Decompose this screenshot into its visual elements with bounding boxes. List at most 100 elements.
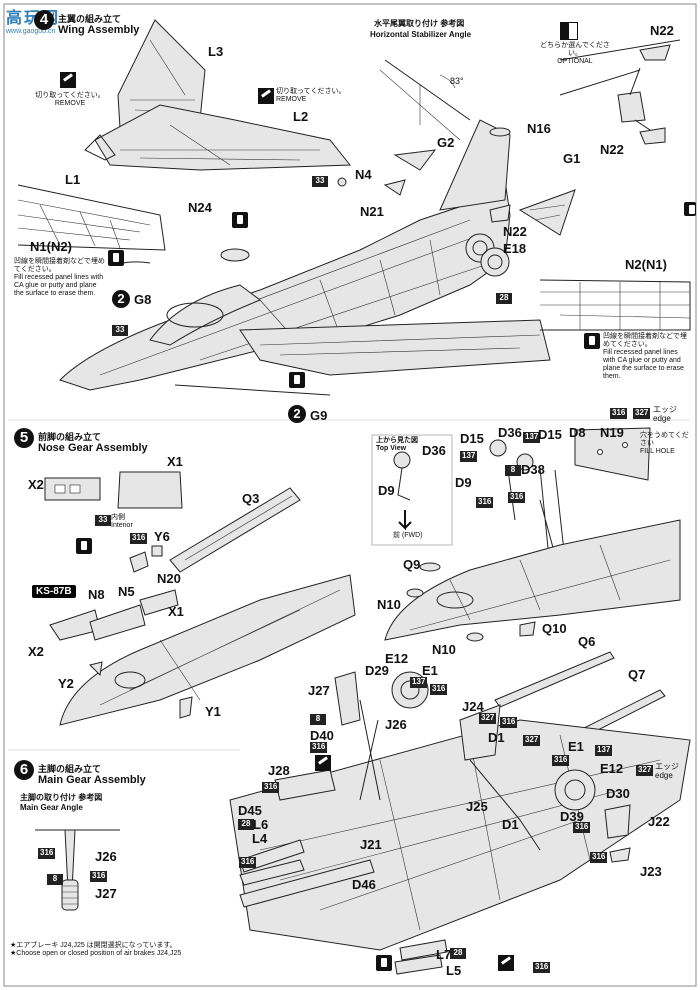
paint-137: 137 — [523, 432, 541, 443]
part-N22-top: N22 — [650, 23, 674, 38]
part-Q10: Q10 — [542, 621, 567, 636]
paint-316: 316 — [239, 857, 257, 868]
main-gear-angle-jp: 主脚の取り付け 参考図 — [20, 793, 103, 802]
part-X2-top: X2 — [28, 477, 44, 492]
part-D40: D40 — [310, 728, 334, 743]
part-L3: L3 — [208, 44, 224, 59]
step4-title-jp: 主翼の組み立て — [58, 14, 122, 24]
part-N4: N4 — [355, 167, 372, 182]
part-N20: N20 — [157, 571, 181, 586]
part-Q9: Q9 — [403, 557, 421, 572]
part-D29: D29 — [365, 663, 389, 678]
part-D15-left: D15 — [460, 431, 484, 446]
part-N10-left: N10 — [377, 597, 401, 612]
part-L7: L7 — [436, 947, 452, 962]
scissors-icon — [258, 88, 274, 104]
part-J25: J25 — [466, 799, 488, 814]
part-D30: D30 — [606, 786, 630, 801]
scissors-icon — [60, 72, 76, 88]
part-Q7: Q7 — [628, 667, 646, 682]
part-E12-right: E12 — [600, 761, 624, 776]
footnote: ★エアブレーキ J24,J25 は開閉選択になっています。★Choose ope… — [10, 942, 182, 958]
part-N24: N24 — [188, 200, 212, 215]
part-X1-top: X1 — [167, 454, 183, 469]
part-J22: J22 — [648, 814, 670, 829]
step6-number: 6 — [14, 760, 34, 780]
hstab-title-jp: 水平尾翼取り付け 参考図 — [374, 19, 465, 28]
part-L6: L6 — [253, 817, 269, 832]
optional-note: どちらか選んでください。OPTIONAL — [540, 42, 610, 66]
paint-316: 316 — [310, 742, 328, 753]
paint-316: 316 — [573, 822, 591, 833]
part-D46: D46 — [352, 877, 376, 892]
fill-note-right: 凹線を瞬間接着剤などで埋めてください。Fill recessed panel l… — [603, 333, 687, 381]
paint-327: 327 — [636, 765, 654, 776]
part-L1: L1 — [65, 172, 81, 187]
fwd-label: 前 (FWD) — [393, 532, 423, 539]
paint-327: 327 — [633, 408, 651, 419]
scissors-icon — [315, 755, 331, 771]
paint-137: 137 — [460, 451, 478, 462]
part-D39: D39 — [560, 809, 584, 824]
scissors-icon — [498, 955, 514, 971]
paint-8: 8 — [505, 465, 521, 476]
part-J27: J27 — [308, 683, 330, 698]
step4-title-en: Wing Assembly — [58, 24, 140, 36]
paint-316: 316 — [533, 962, 551, 973]
part-J23: J23 — [640, 864, 662, 879]
paint-8: 8 — [310, 714, 326, 725]
paint-316: 316 — [90, 871, 108, 882]
part-D9: D9 — [455, 475, 472, 490]
part-L5: L5 — [446, 963, 462, 978]
part-Q6: Q6 — [578, 634, 596, 649]
paint-33: 33 — [112, 325, 128, 336]
paint-137: 137 — [410, 677, 428, 688]
step5-title-en: Nose Gear Assembly — [38, 442, 148, 454]
part-N2: N2(N1) — [625, 257, 667, 272]
paint-316: 316 — [130, 533, 148, 544]
sprue-2-G9: 2 — [288, 405, 306, 423]
step5-title-jp: 前脚の組み立て — [38, 432, 102, 442]
glue-icon — [376, 955, 392, 971]
ks87b-badge: KS-87B — [32, 585, 76, 598]
step6-title-jp: 主脚の組み立て — [38, 764, 102, 774]
paint-28: 28 — [496, 293, 512, 304]
part-E18: E18 — [503, 241, 527, 256]
sprue-2-G8: 2 — [112, 290, 130, 308]
part-L4: L4 — [252, 831, 268, 846]
part-D45: D45 — [238, 803, 262, 818]
paint-28: 28 — [238, 819, 254, 830]
glue-icon — [584, 333, 600, 349]
part-J28: J28 — [268, 763, 290, 778]
paint-33: 33 — [95, 515, 111, 526]
glue-icon — [684, 202, 696, 216]
part-J26-angle: J26 — [95, 849, 117, 864]
glue-icon — [289, 372, 305, 388]
paint-316: 316 — [610, 408, 628, 419]
paint-28: 28 — [450, 948, 466, 959]
part-N22-engine: N22 — [503, 224, 527, 239]
site-logo-url: www.gaoguo.cn — [6, 28, 56, 35]
paint-316: 316 — [500, 717, 518, 728]
glue-icon — [76, 538, 92, 554]
part-G8: G8 — [134, 292, 152, 307]
part-D1-bottom: D1 — [502, 817, 519, 832]
paint-316: 316 — [476, 497, 494, 508]
step4-number: 4 — [34, 10, 54, 30]
part-E1-right: E1 — [568, 739, 584, 754]
glue-icon — [232, 212, 248, 228]
part-N10-right: N10 — [432, 642, 456, 657]
part-N16: N16 — [527, 121, 551, 136]
paint-8: 8 — [47, 874, 63, 885]
part-X1-bottom: X1 — [168, 604, 184, 619]
step6-title-en: Main Gear Assembly — [38, 774, 146, 786]
part-G2: G2 — [437, 135, 455, 150]
hstab-title-en: Horizontal Stabilizer Angle — [370, 30, 472, 39]
paint-316: 316 — [508, 492, 526, 503]
part-D1-top: D1 — [488, 730, 505, 745]
part-N21: N21 — [360, 204, 384, 219]
part-Y2: Y2 — [58, 676, 74, 691]
